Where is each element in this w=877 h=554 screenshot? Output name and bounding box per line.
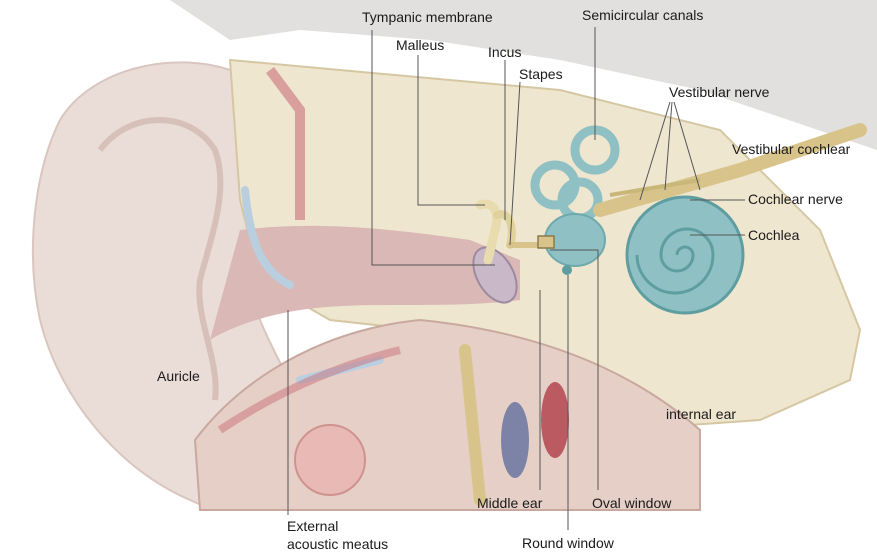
label-cochlea: Cochlea bbox=[748, 227, 799, 244]
label-internal-ear: internal ear bbox=[666, 406, 736, 423]
label-vestibular-nerve: Vestibular nerve bbox=[669, 84, 769, 101]
label-incus: Incus bbox=[488, 44, 521, 61]
round-window-shape bbox=[562, 265, 572, 275]
gland-shape bbox=[295, 425, 365, 495]
label-vestibular-cochlear: Vestibular cochlear bbox=[732, 141, 850, 158]
label-external-acoustic-meatus-line1: External bbox=[287, 518, 338, 535]
label-middle-ear: Middle ear bbox=[477, 495, 542, 512]
oval-window-shape bbox=[538, 236, 554, 248]
label-tympanic-membrane: Tympanic membrane bbox=[362, 9, 493, 26]
label-stapes: Stapes bbox=[519, 66, 563, 83]
cochlea-outer bbox=[627, 197, 743, 313]
label-external-acoustic-meatus-line2: acoustic meatus bbox=[287, 536, 388, 553]
label-malleus: Malleus bbox=[396, 37, 444, 54]
label-semicircular-canals: Semicircular canals bbox=[582, 7, 703, 24]
label-round-window: Round window bbox=[522, 535, 614, 552]
vessel-red bbox=[541, 382, 569, 458]
label-oval-window: Oval window bbox=[592, 495, 671, 512]
label-cochlear-nerve: Cochlear nerve bbox=[748, 191, 843, 208]
vessel-blue bbox=[501, 402, 529, 478]
label-auricle: Auricle bbox=[157, 368, 200, 385]
